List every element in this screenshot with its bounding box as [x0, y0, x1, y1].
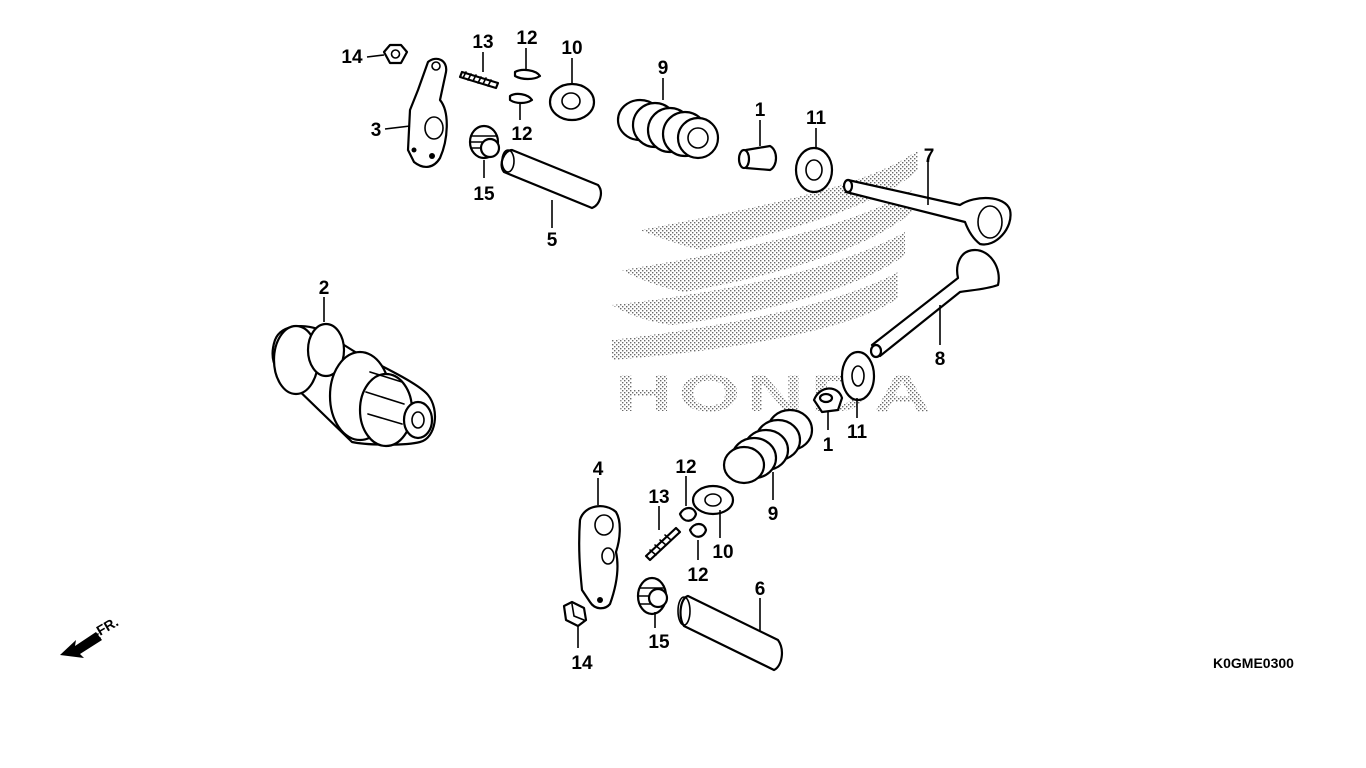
callout-upper-stem-seal: 1 — [755, 100, 766, 121]
upper-adjust-screw-icon — [458, 70, 500, 90]
callout-upper-roller: 15 — [473, 184, 495, 205]
lower-rocker-arm-icon — [578, 505, 621, 610]
callout-upper-retainer: 10 — [561, 38, 582, 59]
lower-stem-seal-icon — [812, 387, 844, 414]
upper-retainer-icon — [548, 82, 596, 122]
lower-nut-icon — [562, 600, 588, 628]
watermark-text: HONDA — [615, 365, 937, 423]
callout-lower-roller: 15 — [648, 632, 670, 653]
upper-rocker-arm-icon — [406, 57, 448, 168]
callout-lower-cotter-b: 12 — [687, 565, 708, 586]
callout-upper-adjust-screw: 13 — [472, 32, 493, 53]
lower-valve-spring-icon — [722, 408, 814, 485]
callout-labels: 14 13 12 12 10 9 3 15 5 1 11 7 2 8 1 11 … — [319, 28, 946, 674]
callout-camshaft: 2 — [319, 278, 330, 299]
upper-stem-seal-icon — [737, 144, 778, 172]
lower-adjust-screw-icon — [644, 526, 682, 562]
upper-rocker-shaft-icon — [500, 148, 602, 210]
upper-spring-seat-icon — [794, 146, 834, 194]
callout-lower-rocker-arm: 4 — [593, 459, 604, 480]
callout-lower-stem-seal: 1 — [823, 435, 834, 456]
lower-roller-icon — [636, 576, 669, 616]
callout-lower-spring: 9 — [768, 504, 779, 525]
callout-lower-adjust-screw: 13 — [648, 487, 669, 508]
callout-upper-rocker-arm: 3 — [371, 120, 382, 141]
callout-ex-valve: 8 — [935, 349, 946, 370]
upper-cotter-a-icon — [513, 68, 542, 81]
upper-cotter-b-icon — [508, 92, 534, 105]
intake-valve-icon — [842, 178, 1012, 246]
lower-cotter-b-icon — [688, 522, 708, 538]
upper-valve-spring-icon — [616, 98, 720, 160]
upper-nut-icon — [382, 43, 409, 65]
callout-lower-shaft: 6 — [755, 579, 766, 600]
callout-upper-spring: 9 — [658, 58, 669, 79]
callout-lower-cotter-a: 12 — [675, 457, 696, 478]
callout-upper-cotter-b: 12 — [511, 124, 532, 145]
lower-spring-seat-icon — [840, 350, 876, 402]
callout-lower-spring-seat: 11 — [847, 422, 868, 443]
exhaust-valve-icon — [869, 248, 1000, 359]
callout-lower-retainer: 10 — [712, 542, 733, 563]
callout-upper-nut: 14 — [341, 47, 363, 68]
camshaft-icon — [271, 322, 437, 448]
callout-upper-shaft: 5 — [547, 230, 558, 251]
upper-roller-icon — [468, 124, 501, 160]
lower-rocker-shaft-icon — [677, 594, 784, 672]
callout-upper-spring-seat: 11 — [806, 108, 827, 129]
front-direction-arrow-icon: FR. — [60, 613, 121, 658]
callout-lower-nut: 14 — [571, 653, 593, 674]
lower-cotter-a-icon — [678, 506, 698, 522]
callout-in-valve: 7 — [924, 146, 935, 167]
callout-upper-cotter-a: 12 — [516, 28, 537, 49]
honda-watermark: HONDA — [612, 150, 937, 423]
lower-retainer-icon — [691, 484, 735, 516]
drawing-code: K0GME0300 — [1213, 655, 1294, 671]
